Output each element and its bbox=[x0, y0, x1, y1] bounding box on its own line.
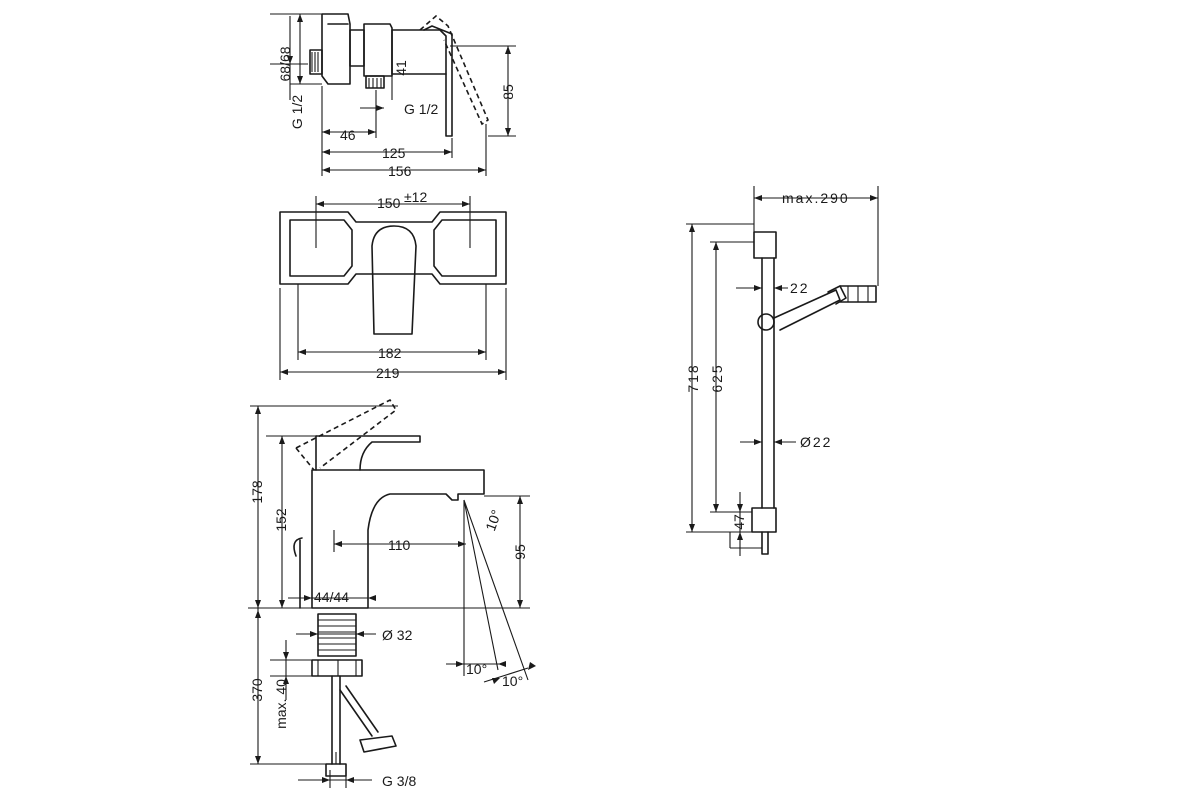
dim-angle-b: 10° bbox=[502, 673, 523, 689]
side-view-dimensions: 68/68 G 1/2 41 G 1/2 85 46 125 156 bbox=[270, 13, 516, 179]
dim-182: 182 bbox=[378, 345, 402, 361]
dim-125: 125 bbox=[382, 145, 406, 161]
dim-max-40: max. 40 bbox=[273, 679, 289, 729]
dim-718: 718 bbox=[685, 363, 701, 392]
dim-152: 152 bbox=[273, 508, 289, 532]
dim-178: 178 bbox=[249, 480, 265, 504]
dim-max-290: max.290 bbox=[782, 190, 850, 206]
dim-150: 150 bbox=[377, 195, 401, 211]
shower-rail-dimensions: max.290 22 718 625 Ø22 47 bbox=[685, 186, 879, 556]
dim-68-68: 68/68 bbox=[277, 46, 293, 81]
wall-mixer-front-view: 150 ±12 182 219 bbox=[279, 189, 507, 381]
basin-mixer-dimensions: 178 152 110 10° 95 44/44 Ø 32 bbox=[249, 405, 536, 789]
dim-46: 46 bbox=[340, 127, 356, 143]
dim-370: 370 bbox=[249, 678, 265, 702]
dim-dia-22: Ø22 bbox=[800, 434, 832, 450]
front-view-dimensions: 150 ±12 182 219 bbox=[279, 189, 507, 381]
dim-156: 156 bbox=[388, 163, 412, 179]
dim-g12-left: G 1/2 bbox=[289, 95, 305, 129]
basin-mixer-view: 178 152 110 10° 95 44/44 Ø 32 bbox=[248, 398, 536, 789]
dim-47: 47 bbox=[731, 514, 747, 530]
dim-44-44: 44/44 bbox=[314, 589, 349, 605]
dim-150-tolerance: ±12 bbox=[404, 189, 427, 205]
wall-mixer-side-view: 68/68 G 1/2 41 G 1/2 85 46 125 156 bbox=[270, 13, 516, 179]
dim-95: 95 bbox=[512, 544, 528, 560]
dim-219: 219 bbox=[376, 365, 400, 381]
dim-41: 41 bbox=[393, 60, 409, 76]
dim-dia-32: Ø 32 bbox=[382, 627, 413, 643]
dim-22: 22 bbox=[790, 280, 810, 296]
dim-g38: G 3/8 bbox=[382, 773, 416, 789]
dim-110: 110 bbox=[388, 537, 411, 553]
dim-g12-right: G 1/2 bbox=[404, 101, 438, 117]
dim-625: 625 bbox=[709, 363, 725, 392]
shower-rail-view: max.290 22 718 625 Ø22 47 bbox=[685, 186, 879, 556]
dim-angle-a: 10° bbox=[466, 661, 487, 677]
dim-angle-top: 10° bbox=[482, 508, 504, 533]
dim-85: 85 bbox=[500, 84, 516, 100]
